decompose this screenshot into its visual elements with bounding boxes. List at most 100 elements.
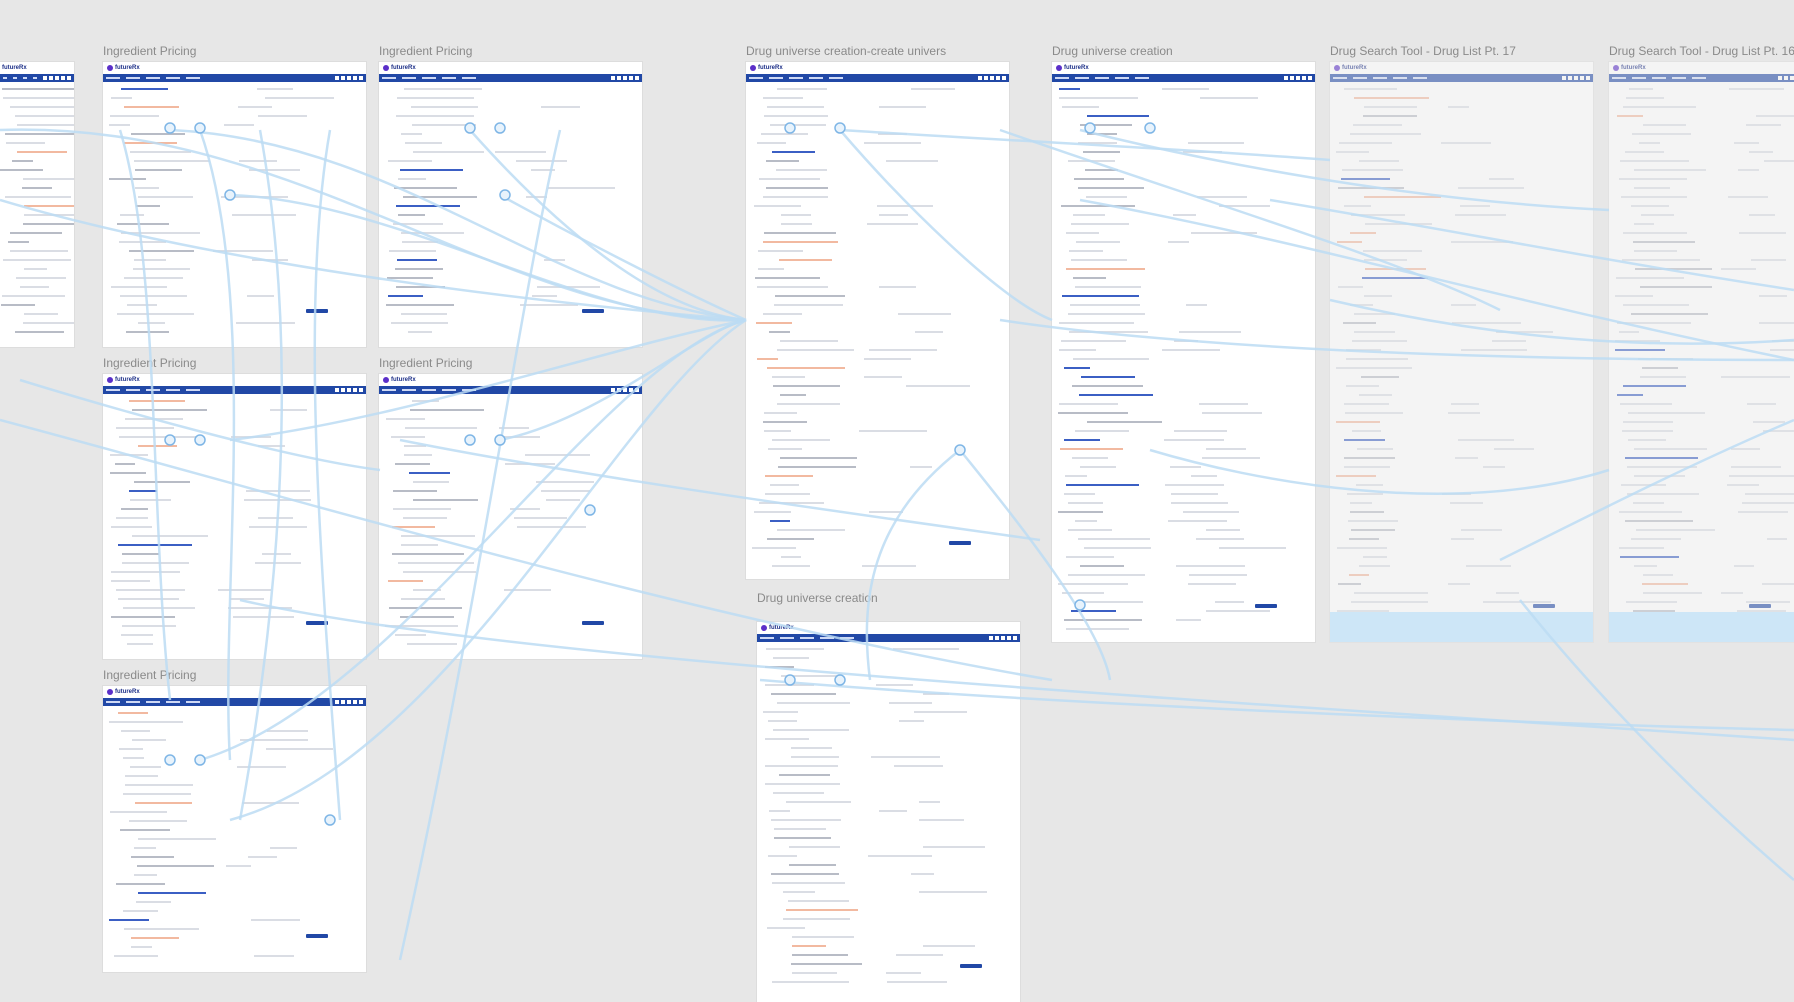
nav-item[interactable] [1115, 77, 1129, 79]
nav-item[interactable] [462, 389, 476, 391]
nav-item[interactable] [800, 637, 814, 639]
nav-item[interactable] [1075, 77, 1089, 79]
toolbar-icon[interactable] [347, 388, 351, 392]
artboard-ingredient[interactable]: futureRx [103, 62, 366, 347]
artboard-ingredient[interactable]: futureRx [103, 686, 366, 972]
connection-wire[interactable] [1519, 599, 1794, 881]
toolbar-icon[interactable] [353, 388, 357, 392]
toolbar-icon[interactable] [359, 76, 363, 80]
nav-item[interactable] [1333, 77, 1347, 79]
artboard-search[interactable]: futureRx [1330, 62, 1593, 642]
toolbar-icon[interactable] [1002, 76, 1006, 80]
toolbar-icon[interactable] [1302, 76, 1306, 80]
toolbar-icon[interactable] [978, 76, 982, 80]
nav-item[interactable] [1393, 77, 1407, 79]
toolbar-icon[interactable] [335, 700, 339, 704]
toolbar-icon[interactable] [1308, 76, 1312, 80]
nav-item[interactable] [829, 77, 843, 79]
nav-item[interactable] [422, 77, 436, 79]
toolbar-icon[interactable] [1290, 76, 1294, 80]
nav-item[interactable] [126, 701, 140, 703]
nav-item[interactable] [840, 637, 854, 639]
nav-item[interactable] [769, 77, 783, 79]
toolbar-icon[interactable] [629, 76, 633, 80]
nav-item[interactable] [442, 389, 456, 391]
toolbar-icon[interactable] [1580, 76, 1584, 80]
nav-item[interactable] [126, 77, 140, 79]
toolbar-icon[interactable] [341, 388, 345, 392]
nav-item[interactable] [33, 77, 37, 79]
toolbar-icon[interactable] [1586, 76, 1590, 80]
nav-item[interactable] [1095, 77, 1109, 79]
nav-item[interactable] [1373, 77, 1387, 79]
toolbar-icon[interactable] [49, 76, 53, 80]
toolbar-icon[interactable] [635, 388, 639, 392]
toolbar-icon[interactable] [1574, 76, 1578, 80]
nav-item[interactable] [1612, 77, 1626, 79]
nav-item[interactable] [1692, 77, 1706, 79]
toolbar-icon[interactable] [1296, 76, 1300, 80]
nav-item[interactable] [146, 701, 160, 703]
nav-item[interactable] [146, 389, 160, 391]
toolbar-icon[interactable] [347, 76, 351, 80]
nav-item[interactable] [780, 637, 794, 639]
toolbar-icon[interactable] [359, 700, 363, 704]
nav-item[interactable] [402, 389, 416, 391]
toolbar-icon[interactable] [1778, 76, 1782, 80]
toolbar-icon[interactable] [996, 76, 1000, 80]
toolbar-icon[interactable] [989, 636, 993, 640]
toolbar-icon[interactable] [1562, 76, 1566, 80]
toolbar-icon[interactable] [990, 76, 994, 80]
nav-item[interactable] [106, 701, 120, 703]
primary-button[interactable] [582, 621, 604, 625]
toolbar-icon[interactable] [335, 76, 339, 80]
nav-item[interactable] [1413, 77, 1427, 79]
artboard-ingredient[interactable]: futureRx [379, 374, 642, 659]
toolbar-icon[interactable] [617, 388, 621, 392]
toolbar-icon[interactable] [629, 388, 633, 392]
toolbar-icon[interactable] [984, 76, 988, 80]
artboard-universe[interactable]: futureRx [1052, 62, 1315, 642]
toolbar-icon[interactable] [1568, 76, 1572, 80]
nav-item[interactable] [106, 77, 120, 79]
nav-item[interactable] [186, 701, 200, 703]
frame-title[interactable]: Ingredient Pricing [103, 668, 197, 682]
frame-title[interactable]: Drug Search Tool - Drug List Pt. 17 [1330, 44, 1516, 58]
nav-item[interactable] [760, 637, 774, 639]
frame-title[interactable]: Drug universe creation [1052, 44, 1173, 58]
nav-item[interactable] [382, 389, 396, 391]
nav-item[interactable] [126, 389, 140, 391]
toolbar-icon[interactable] [995, 636, 999, 640]
frame-title[interactable]: Ingredient Pricing [103, 356, 197, 370]
nav-item[interactable] [789, 77, 803, 79]
nav-item[interactable] [402, 77, 416, 79]
primary-button[interactable] [582, 309, 604, 313]
toolbar-icon[interactable] [611, 76, 615, 80]
nav-item[interactable] [106, 389, 120, 391]
nav-item[interactable] [1632, 77, 1646, 79]
primary-button[interactable] [1749, 604, 1771, 608]
frame-title[interactable]: Ingredient Pricing [379, 356, 473, 370]
nav-item[interactable] [23, 77, 27, 79]
toolbar-icon[interactable] [335, 388, 339, 392]
toolbar-icon[interactable] [1790, 76, 1794, 80]
primary-button[interactable] [306, 934, 328, 938]
toolbar-icon[interactable] [611, 388, 615, 392]
toolbar-icon[interactable] [353, 76, 357, 80]
toolbar-icon[interactable] [359, 388, 363, 392]
nav-item[interactable] [146, 77, 160, 79]
artboard-universe[interactable]: futureRx [757, 622, 1020, 1002]
nav-item[interactable] [382, 77, 396, 79]
primary-button[interactable] [1533, 604, 1555, 608]
frame-title[interactable]: Drug Search Tool - Drug List Pt. 16 [1609, 44, 1794, 58]
toolbar-icon[interactable] [341, 76, 345, 80]
nav-item[interactable] [1652, 77, 1666, 79]
toolbar-icon[interactable] [623, 388, 627, 392]
nav-item[interactable] [820, 637, 834, 639]
nav-item[interactable] [186, 77, 200, 79]
frame-title[interactable]: Drug universe creation-create univers [746, 44, 947, 58]
nav-item[interactable] [749, 77, 763, 79]
toolbar-icon[interactable] [1007, 636, 1011, 640]
frame-title[interactable]: Ingredient Pricing [103, 44, 197, 58]
toolbar-icon[interactable] [353, 700, 357, 704]
